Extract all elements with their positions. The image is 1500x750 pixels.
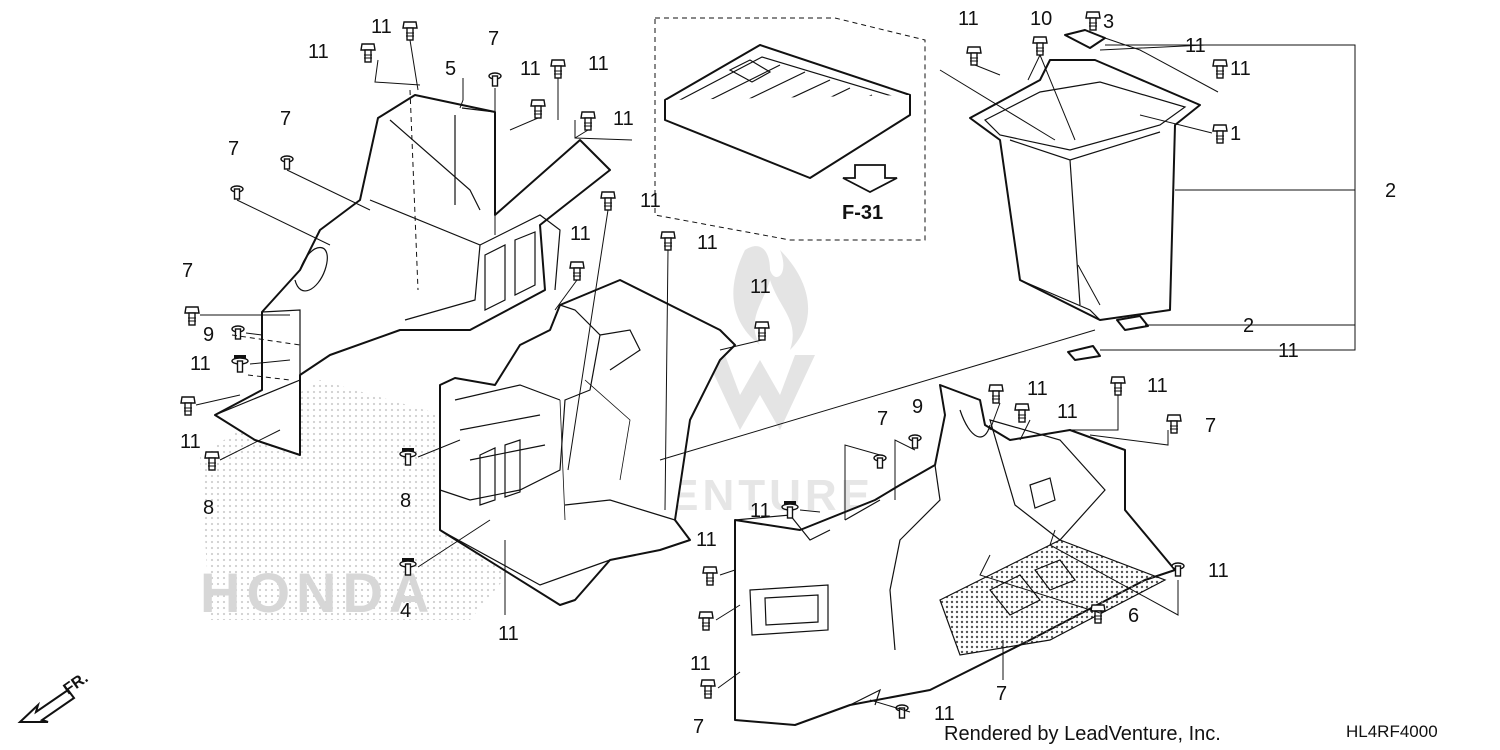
part-4-center-floor-panel[interactable] — [439, 279, 736, 606]
callout-11: 11 — [588, 53, 609, 75]
front-direction-indicator: FR. — [17, 670, 91, 723]
clip-icon — [180, 396, 196, 416]
screw-icon — [873, 454, 887, 469]
callout-11: 11 — [696, 529, 717, 551]
clip-icon — [360, 43, 376, 63]
callout-11: 8 — [203, 497, 214, 519]
callout-4: 11 — [498, 623, 519, 645]
callout-11: 11 — [958, 8, 979, 30]
callout-7: 11 — [1208, 560, 1229, 582]
callout-11: 7 — [693, 716, 704, 738]
clip-icon — [569, 261, 585, 281]
part-2-pads[interactable] — [1067, 315, 1149, 361]
clip-icon — [550, 59, 566, 79]
callout-8: 8 — [400, 490, 411, 512]
callout-8: 4 — [400, 600, 411, 622]
callout-10: 3 — [1103, 11, 1114, 33]
callout-7: 7 — [877, 408, 888, 430]
callout-7: 7 — [488, 28, 499, 50]
reference-label: F-31 — [842, 202, 883, 224]
callout-11: 1 — [1230, 123, 1241, 145]
part-3-bracket[interactable] — [1064, 29, 1106, 49]
callout-2: 2 — [1243, 315, 1254, 337]
clip-icon — [580, 111, 596, 131]
screw-icon — [908, 434, 922, 449]
clip-icon — [1014, 403, 1030, 423]
bolt-icon — [231, 354, 249, 373]
callout-11: 11 — [697, 232, 718, 254]
callout-9: 11 — [750, 500, 771, 522]
callout-7: 11 — [934, 703, 955, 725]
callout-1: 2 — [1385, 180, 1396, 202]
screw-icon — [895, 704, 909, 719]
inset-reference-box: F-31 — [654, 17, 926, 241]
clip-icon — [966, 46, 982, 66]
clip-icon — [530, 99, 546, 119]
callout-11: 11 — [1230, 58, 1251, 80]
clip-icon — [1032, 36, 1048, 56]
callout-11: 11 — [613, 108, 634, 130]
inset-tray — [664, 44, 911, 179]
clip-icon — [700, 679, 716, 699]
callout-9: 11 — [190, 353, 211, 375]
screw-icon — [230, 185, 244, 200]
part-1-storage-box[interactable] — [969, 59, 1201, 321]
clip-icon — [1110, 376, 1126, 396]
leadventure-watermark: LEADVENTURE — [500, 246, 870, 520]
callout-7: 7 — [228, 138, 239, 160]
screw-icon — [488, 72, 502, 87]
screw-icon — [231, 325, 245, 340]
rendered-by-credit: Rendered by LeadVenture, Inc. — [944, 723, 1221, 745]
callout-11: 7 — [1205, 415, 1216, 437]
callout-11: 11 — [1147, 375, 1168, 397]
leader-lines — [195, 37, 1356, 713]
reference-arrow-icon — [842, 164, 898, 194]
svg-text:HONDA: HONDA — [200, 561, 435, 624]
callout-11: 7 — [182, 260, 193, 282]
callout-11: 11 — [570, 223, 591, 245]
clip-icon — [184, 306, 200, 326]
clip-icon — [1166, 414, 1182, 434]
clip-icon — [600, 191, 616, 211]
callout-labels: 11 11 5 7 11 11 7 7 11 11 11 11 11 7 9 1… — [180, 8, 1396, 738]
front-arrow-icon — [17, 688, 76, 723]
callout-6: 7 — [996, 683, 1007, 705]
part-5-left-side-cover[interactable] — [214, 94, 611, 456]
clip-icon — [1085, 11, 1101, 31]
callout-11: 10 — [1030, 8, 1052, 30]
callout-11: 11 — [520, 58, 541, 80]
callout-7: 9 — [203, 324, 214, 346]
callout-11: 11 — [690, 653, 711, 675]
callout-11: 11 — [1027, 378, 1048, 400]
callout-11: 11 — [371, 16, 392, 38]
clip-icon — [1212, 124, 1228, 144]
part-6-right-floor-panel[interactable] — [734, 384, 1176, 726]
callout-11: 11 — [1057, 401, 1078, 423]
clip-icon — [402, 21, 418, 41]
callout-11: 11 — [750, 276, 771, 298]
clip-icon — [988, 384, 1004, 404]
callout-7: 7 — [280, 108, 291, 130]
screw-icon — [280, 155, 294, 170]
callout-11: 11 — [180, 431, 201, 453]
callout-3: 11 — [1185, 35, 1206, 57]
callout-2: 11 — [1278, 340, 1299, 362]
clip-icon — [660, 231, 676, 251]
clip-icon — [702, 566, 718, 586]
diagram-code: HL4RF4000 — [1346, 722, 1438, 741]
callout-11: 11 — [308, 41, 329, 63]
clip-icon — [698, 611, 714, 631]
callout-7: 9 — [912, 396, 923, 418]
callout-11: 6 — [1128, 605, 1139, 627]
callout-5: 5 — [445, 58, 456, 80]
callout-11: 11 — [640, 190, 661, 212]
clip-icon — [1212, 59, 1228, 79]
clip-icon — [754, 321, 770, 341]
